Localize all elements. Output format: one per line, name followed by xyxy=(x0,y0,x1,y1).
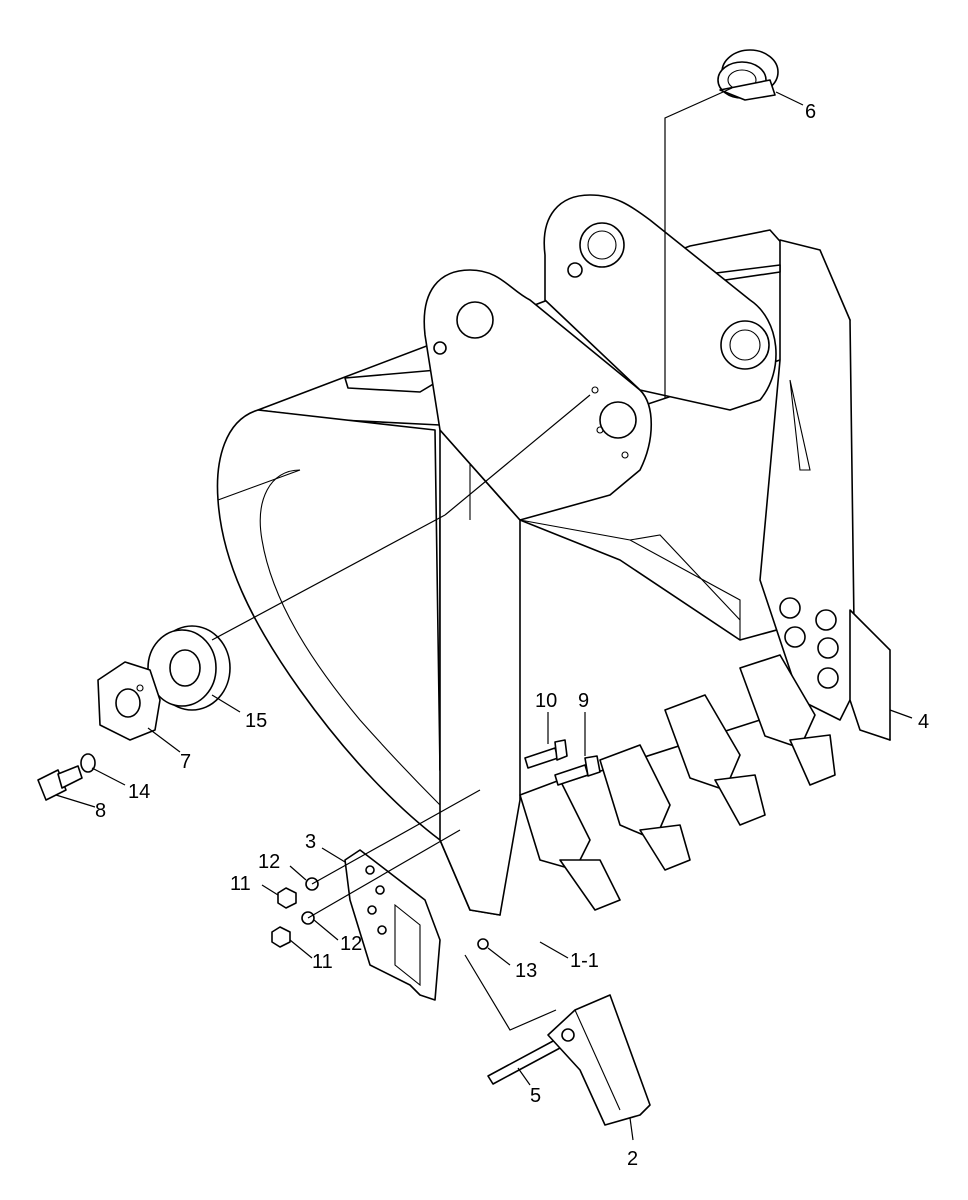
callout-15: 15 xyxy=(245,710,267,732)
washer-part-14 xyxy=(80,753,96,773)
callout-10: 10 xyxy=(535,690,557,712)
bucket-link-bracket-left xyxy=(423,269,653,521)
tooth-adaptor xyxy=(664,694,766,826)
tooth-adaptor xyxy=(599,744,691,871)
callout-8: 8 xyxy=(95,800,106,822)
leader-lines xyxy=(55,87,913,1141)
bolt-part-10 xyxy=(524,739,568,769)
bolt-part-9 xyxy=(554,755,601,786)
callout-12-lower: 12 xyxy=(340,933,362,955)
mounting-hole xyxy=(599,401,637,439)
nut-part-11-upper xyxy=(277,887,297,909)
plate-part-7 xyxy=(97,661,161,741)
callout-13: 13 xyxy=(515,960,537,982)
arm-pin-boss xyxy=(579,222,625,268)
callout-3: 3 xyxy=(305,831,316,853)
bushing-part-6 xyxy=(717,49,779,101)
nut-part-11-lower xyxy=(271,926,291,948)
flange-part-15 xyxy=(147,625,231,711)
callout-2: 2 xyxy=(627,1148,638,1170)
callout-7: 7 xyxy=(180,751,191,773)
tooth-adaptor xyxy=(739,654,836,786)
callout-1-1: 1-1 xyxy=(570,950,599,972)
callout-5: 5 xyxy=(530,1085,541,1107)
callout-11-upper: 11 xyxy=(230,873,251,895)
side-plate-bolt-holes xyxy=(779,597,839,689)
callout-12-upper: 12 xyxy=(258,851,280,873)
bucket-link-bracket-right xyxy=(543,194,777,411)
side-cutter-left xyxy=(344,849,441,1001)
callout-6: 6 xyxy=(805,101,816,123)
bucket-inner-curve xyxy=(259,469,441,806)
washer-part-13 xyxy=(477,938,489,950)
callout-11-lower: 11 xyxy=(312,951,333,973)
callout-labels: 6 15 7 14 8 10 9 4 3 12 11 12 11 13 1-1 … xyxy=(95,101,929,1170)
tooth-part-2 xyxy=(547,994,651,1126)
bucket-teeth-row xyxy=(519,654,836,911)
bucket-left-side-shell xyxy=(216,409,501,916)
bolt-part-8 xyxy=(37,765,83,801)
tooth-adaptor xyxy=(519,779,621,911)
side-cutter-right xyxy=(849,609,891,741)
link-pin-hole xyxy=(456,301,494,339)
callout-14: 14 xyxy=(128,781,150,803)
link-pin-boss xyxy=(720,320,770,370)
callout-4: 4 xyxy=(918,711,929,733)
callout-9: 9 xyxy=(578,690,589,712)
